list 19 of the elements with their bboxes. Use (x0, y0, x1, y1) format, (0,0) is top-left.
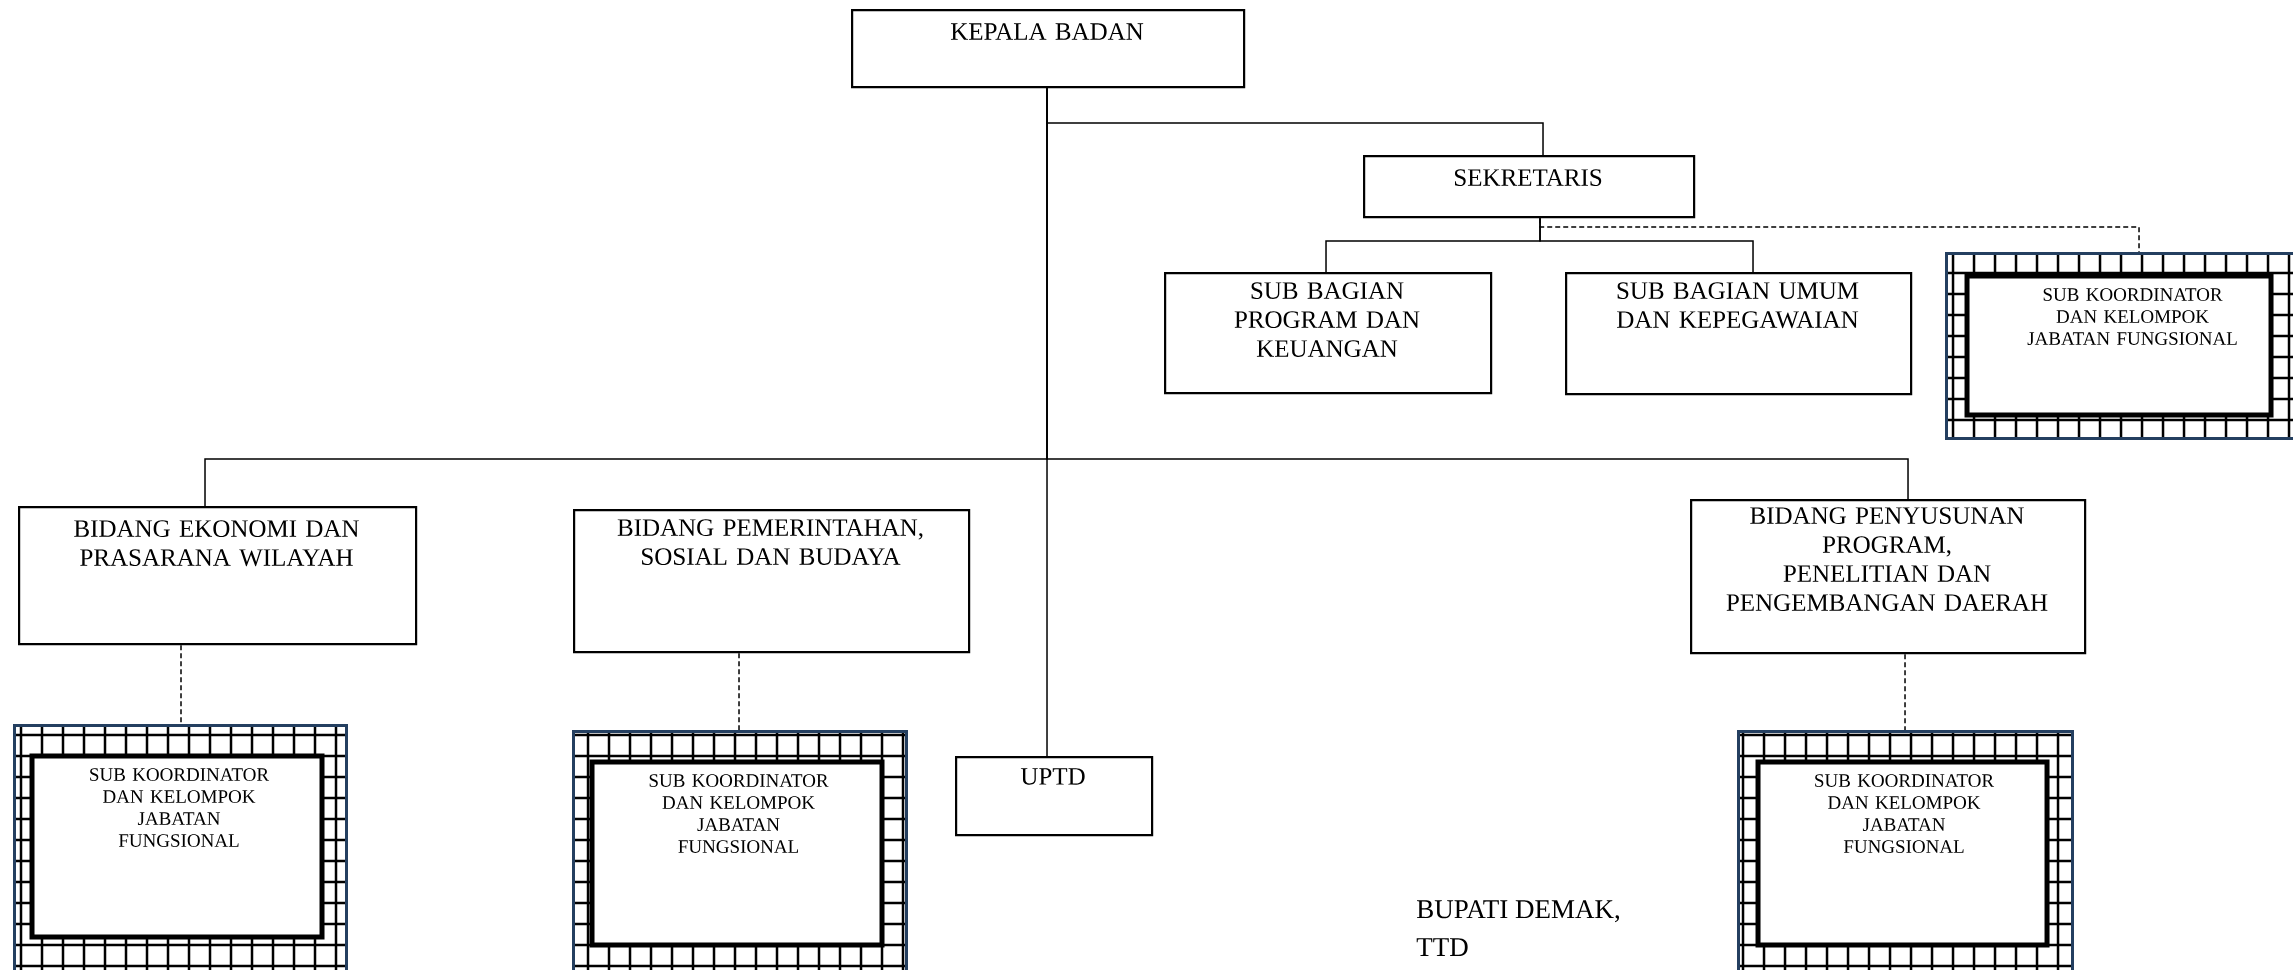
position-box: SUB KOORDINATOR DAN KELOMPOK JABATAN FUNGSIONAL (13, 724, 348, 970)
position-box: KEPALA BADAN (851, 9, 1246, 89)
position-box: BIDANG PEMERINTAHAN, SOSIAL DAN BUDAYA (573, 509, 971, 654)
position-box: SUB BAGIAN UMUM DAN KEPEGAWAIAN (1565, 272, 1913, 396)
position-box: BIDANG PENYUSUNAN PROGRAM, PENELITIAN DAN PENGEMBANGAN DAERAH (1690, 499, 2087, 655)
position-box: SUB KOORDINATOR DAN KELOMPOK JABATAN FUNGSIONAL (1945, 252, 2293, 440)
position-box: SUB BAGIAN PROGRAM DAN KEUANGAN (1164, 272, 1493, 395)
signature-text: TTD (1416, 938, 1468, 956)
connector-line (1904, 653, 1906, 731)
position-box: SUB KOORDINATOR DAN KELOMPOK JABATAN FUNGSIONAL (1737, 730, 2075, 970)
connector-line (1046, 87, 1048, 757)
connector-line (1539, 217, 2140, 253)
position-box: BIDANG EKONOMI DAN PRASARANA WILAYAH (18, 506, 418, 646)
connector-line (180, 644, 182, 725)
position-box: UPTD (955, 756, 1154, 837)
position-box: SUB KOORDINATOR DAN KELOMPOK JABATAN FUNGSIONAL (572, 730, 908, 970)
position-box: SEKRETARIS (1363, 155, 1696, 219)
signature-text: BUPATI DEMAK, (1417, 900, 1619, 923)
connector-line (738, 652, 740, 731)
